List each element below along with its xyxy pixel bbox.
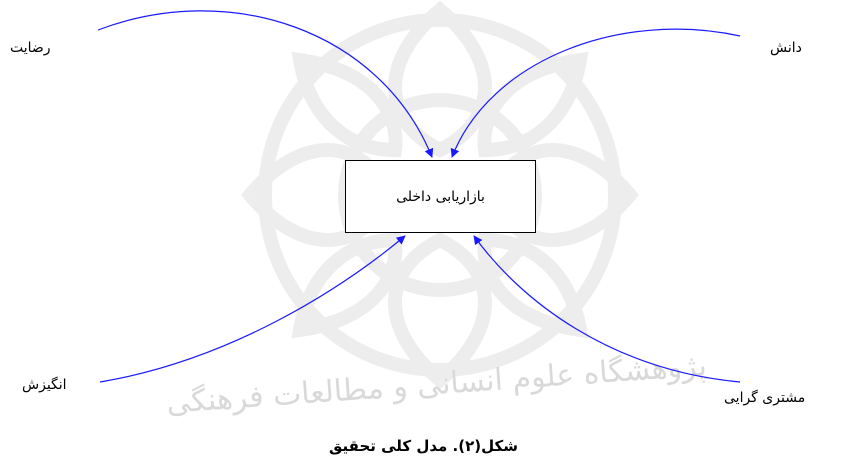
arrow-motivation: [99, 235, 406, 383]
arrow-satisfaction: [97, 10, 434, 158]
customer-orientation-label: مشتری گرایی: [724, 390, 806, 406]
satisfaction-label: رضایت: [10, 40, 51, 56]
internal-marketing-box: بازاریابی داخلی: [345, 160, 536, 233]
arrow-knowledge: [450, 28, 741, 158]
motivation-label: انگیزش: [22, 377, 67, 393]
knowledge-label: دانش: [770, 40, 802, 56]
arrow-customer-orientation: [473, 235, 741, 383]
internal-marketing-label: بازاریابی داخلی: [396, 188, 485, 205]
figure-caption: شکل(۲). مدل کلی تحقیق: [329, 437, 518, 455]
